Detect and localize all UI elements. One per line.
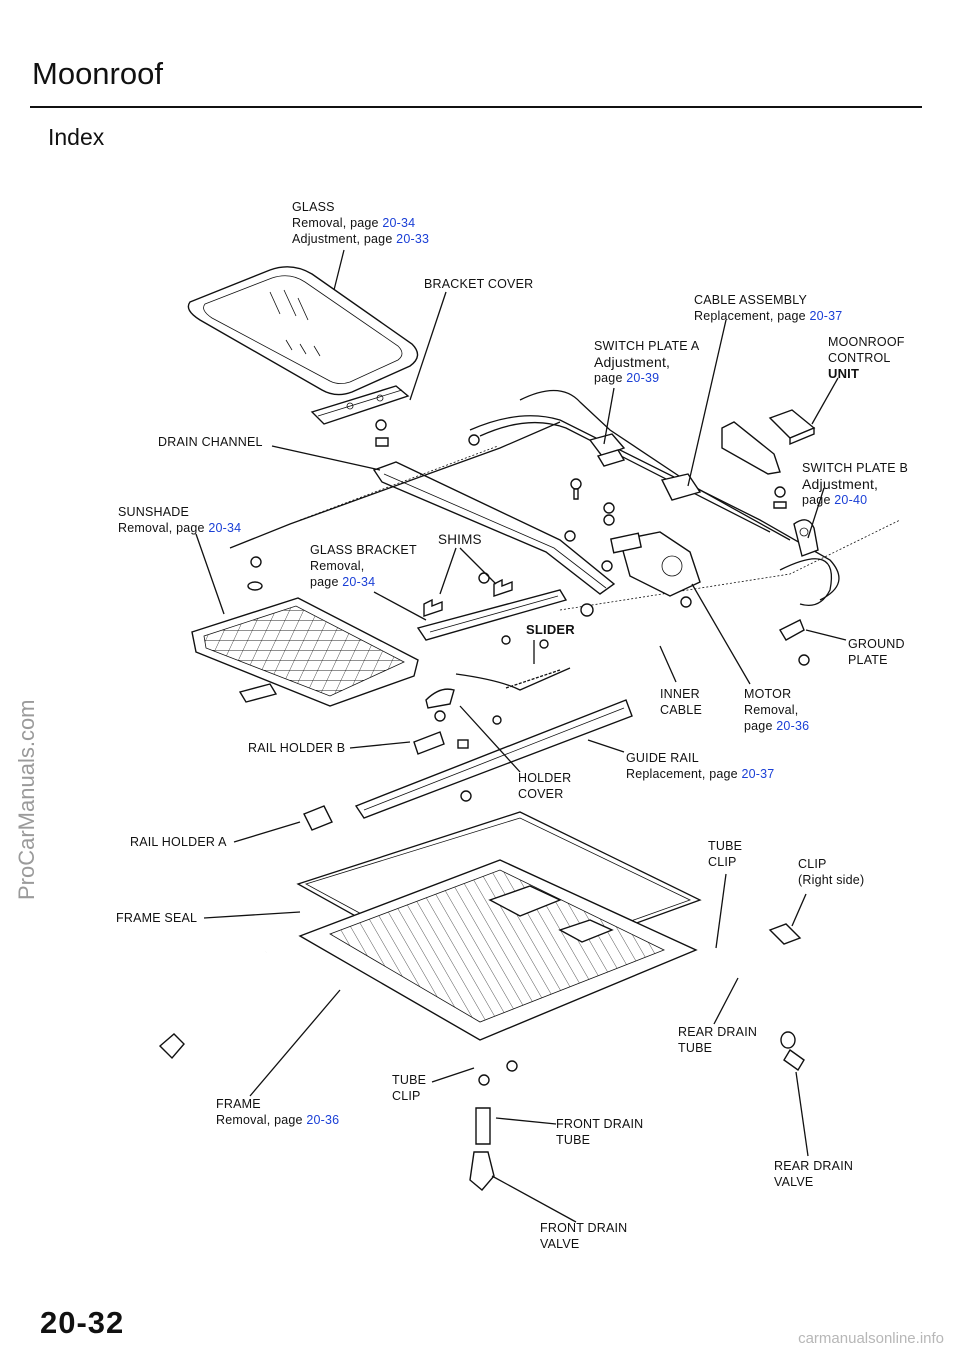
glass-panel bbox=[187, 266, 419, 396]
label-rear-drain-valve: REAR DRAIN VALVE bbox=[774, 1159, 854, 1189]
label-switch-plate-a: SWITCH PLATE A Adjustment, page 20-39 bbox=[594, 339, 700, 385]
ref-link[interactable]: 20-37 bbox=[741, 767, 775, 781]
bottom-watermark: carmanualsonline.info bbox=[798, 1330, 944, 1347]
glass-bracket bbox=[416, 589, 568, 641]
leader-lines bbox=[195, 249, 847, 1223]
ref-link[interactable]: 20-34 bbox=[208, 521, 242, 535]
label-cable-assembly: CABLE ASSEMBLY Replacement, page 20-37 bbox=[694, 293, 843, 323]
switch-plate-a bbox=[588, 433, 626, 467]
ref-link[interactable]: 20-34 bbox=[342, 575, 376, 589]
inner-cable bbox=[455, 667, 571, 691]
clip-right bbox=[768, 923, 802, 945]
label-switch-plate-b: SWITCH PLATE B Adjustment, page 20-40 bbox=[802, 461, 909, 507]
side-watermark: ProCarManuals.com bbox=[14, 699, 39, 900]
title-rule bbox=[30, 106, 922, 108]
label-moonroof-control-unit: MOONROOF CONTROL UNIT bbox=[828, 335, 905, 381]
label-rail-holder-b: RAIL HOLDER B bbox=[248, 741, 346, 755]
label-front-drain-tube: FRONT DRAIN TUBE bbox=[556, 1117, 644, 1147]
label-front-drain-valve: FRONT DRAIN VALVE bbox=[540, 1221, 628, 1251]
cable-assembly bbox=[229, 389, 901, 611]
section-subtitle: Index bbox=[48, 124, 105, 150]
ref-link[interactable]: 20-36 bbox=[306, 1113, 340, 1127]
label-frame-seal: FRAME SEAL bbox=[116, 911, 198, 925]
sunshade-panel bbox=[191, 597, 419, 707]
label-frame: FRAME Removal, page 20-36 bbox=[216, 1097, 340, 1127]
bracket-cover bbox=[310, 385, 410, 425]
label-shims: SHIMS bbox=[438, 532, 482, 547]
label-slider: SLIDER bbox=[526, 622, 575, 637]
label-sunshade: SUNSHADE Removal, page 20-34 bbox=[118, 505, 242, 535]
label-inner-cable: INNER CABLE bbox=[660, 687, 702, 717]
front-drain-tube bbox=[469, 1074, 495, 1191]
ground-plate bbox=[779, 619, 805, 641]
switch-plate-b bbox=[793, 519, 819, 557]
moonroof-control-unit bbox=[768, 409, 816, 446]
label-tube-clip-lower: TUBE CLIP bbox=[392, 1073, 427, 1103]
frame bbox=[298, 859, 698, 1041]
label-motor: MOTOR Removal, page 20-36 bbox=[744, 687, 810, 733]
label-rear-drain-tube: REAR DRAIN TUBE bbox=[678, 1025, 758, 1055]
guide-rail bbox=[354, 699, 633, 819]
label-holder-cover: HOLDER COVER bbox=[518, 771, 572, 801]
label-glass: GLASS Removal, page 20-34 Adjustment, pa… bbox=[292, 200, 430, 246]
fasteners bbox=[247, 434, 810, 1072]
page-number: 20-32 bbox=[40, 1305, 125, 1340]
label-ground-plate: GROUND PLATE bbox=[848, 637, 905, 667]
label-bracket-cover: BRACKET COVER bbox=[424, 277, 534, 291]
ref-link[interactable]: 20-36 bbox=[776, 719, 810, 733]
page-title: Moonroof bbox=[32, 56, 163, 91]
ref-link[interactable]: 20-34 bbox=[382, 216, 416, 230]
label-rail-holder-a: RAIL HOLDER A bbox=[130, 835, 227, 849]
label-tube-clip-upper: TUBE CLIP bbox=[708, 839, 743, 869]
front-drain-tube-left bbox=[158, 949, 267, 1060]
ref-link[interactable]: 20-39 bbox=[626, 371, 660, 385]
rear-drain-tube bbox=[723, 957, 787, 1008]
holder-cover bbox=[425, 688, 455, 709]
label-clip-right: CLIP (Right side) bbox=[798, 857, 865, 887]
ref-link[interactable]: 20-37 bbox=[809, 309, 843, 323]
ref-link[interactable]: 20-40 bbox=[834, 493, 868, 507]
label-guide-rail: GUIDE RAIL Replacement, page 20-37 bbox=[626, 751, 775, 781]
drain-channel bbox=[372, 461, 616, 595]
label-glass-bracket: GLASS BRACKET Removal, page 20-34 bbox=[310, 543, 417, 589]
motor bbox=[610, 531, 701, 597]
rear-drain-valve bbox=[780, 1031, 805, 1072]
rail-holder-b bbox=[413, 731, 445, 755]
ref-link[interactable]: 20-33 bbox=[396, 232, 430, 246]
shims bbox=[423, 578, 513, 617]
rail-holder-a bbox=[303, 805, 333, 831]
label-drain-channel: DRAIN CHANNEL bbox=[158, 435, 263, 449]
